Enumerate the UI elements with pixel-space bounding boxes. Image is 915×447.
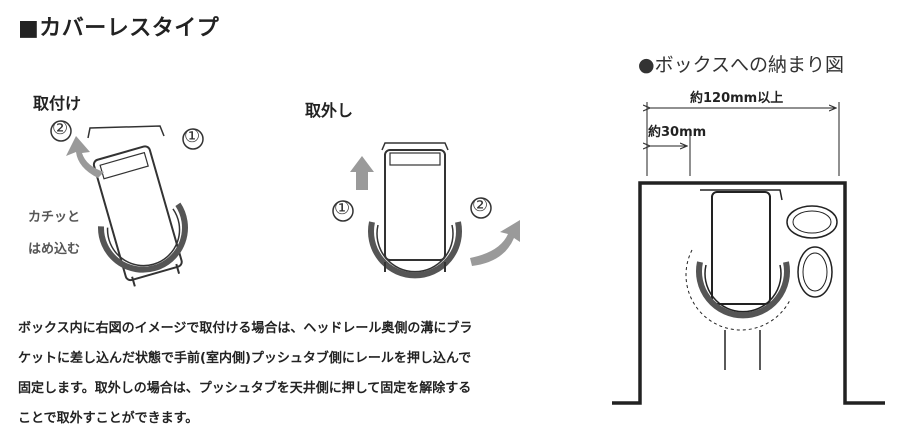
box-diagram — [612, 102, 885, 405]
description-line: ことで取外すことができます。 — [18, 411, 199, 426]
install-note-line1: カチッと — [28, 210, 81, 225]
description-line: ケットに差し込んだ状態で手前(室内側)プッシュタブ側にレールを押し込んで — [18, 351, 472, 366]
section-title: ■カバーレスタイプ — [18, 16, 220, 41]
remove-step1-circle — [332, 200, 354, 222]
install-heading: 取付け — [33, 94, 82, 113]
install-step1-label: ① — [184, 126, 201, 147]
remove-illustration — [332, 142, 492, 279]
install-curved-arrow — [66, 136, 104, 178]
install-step2-label: ② — [52, 118, 69, 139]
remove-up-arrow — [350, 156, 374, 190]
install-step1-circle — [182, 128, 204, 150]
remove-step2-label: ② — [472, 195, 489, 216]
remove-step2-circle — [470, 197, 492, 219]
dimension-inner-label: 約30mm — [648, 125, 707, 140]
remove-heading: 取外し — [305, 101, 354, 120]
install-note-line2: はめ込む — [28, 242, 81, 257]
install-illustration — [50, 120, 204, 287]
remove-curved-arrow — [470, 220, 520, 266]
install-step2-circle — [50, 120, 72, 142]
dimension-total-label: 約120mm以上 — [690, 91, 784, 106]
install-note: カチッと はめ込む — [28, 202, 80, 266]
box-diagram-heading: ●ボックスへの納まり図 — [638, 54, 845, 76]
description-line: 固定します。取外しの場合は、プッシュタブを天井側に押して固定を解除する — [18, 381, 472, 396]
remove-step1-label: ① — [334, 198, 351, 219]
description-line: ボックス内に右図のイメージで取付ける場合は、ヘッドレール奥側の溝にブラ — [18, 321, 473, 336]
description-text: ボックス内に右図のイメージで取付ける場合は、ヘッドレール奥側の溝にブラ ケットに… — [18, 314, 603, 434]
